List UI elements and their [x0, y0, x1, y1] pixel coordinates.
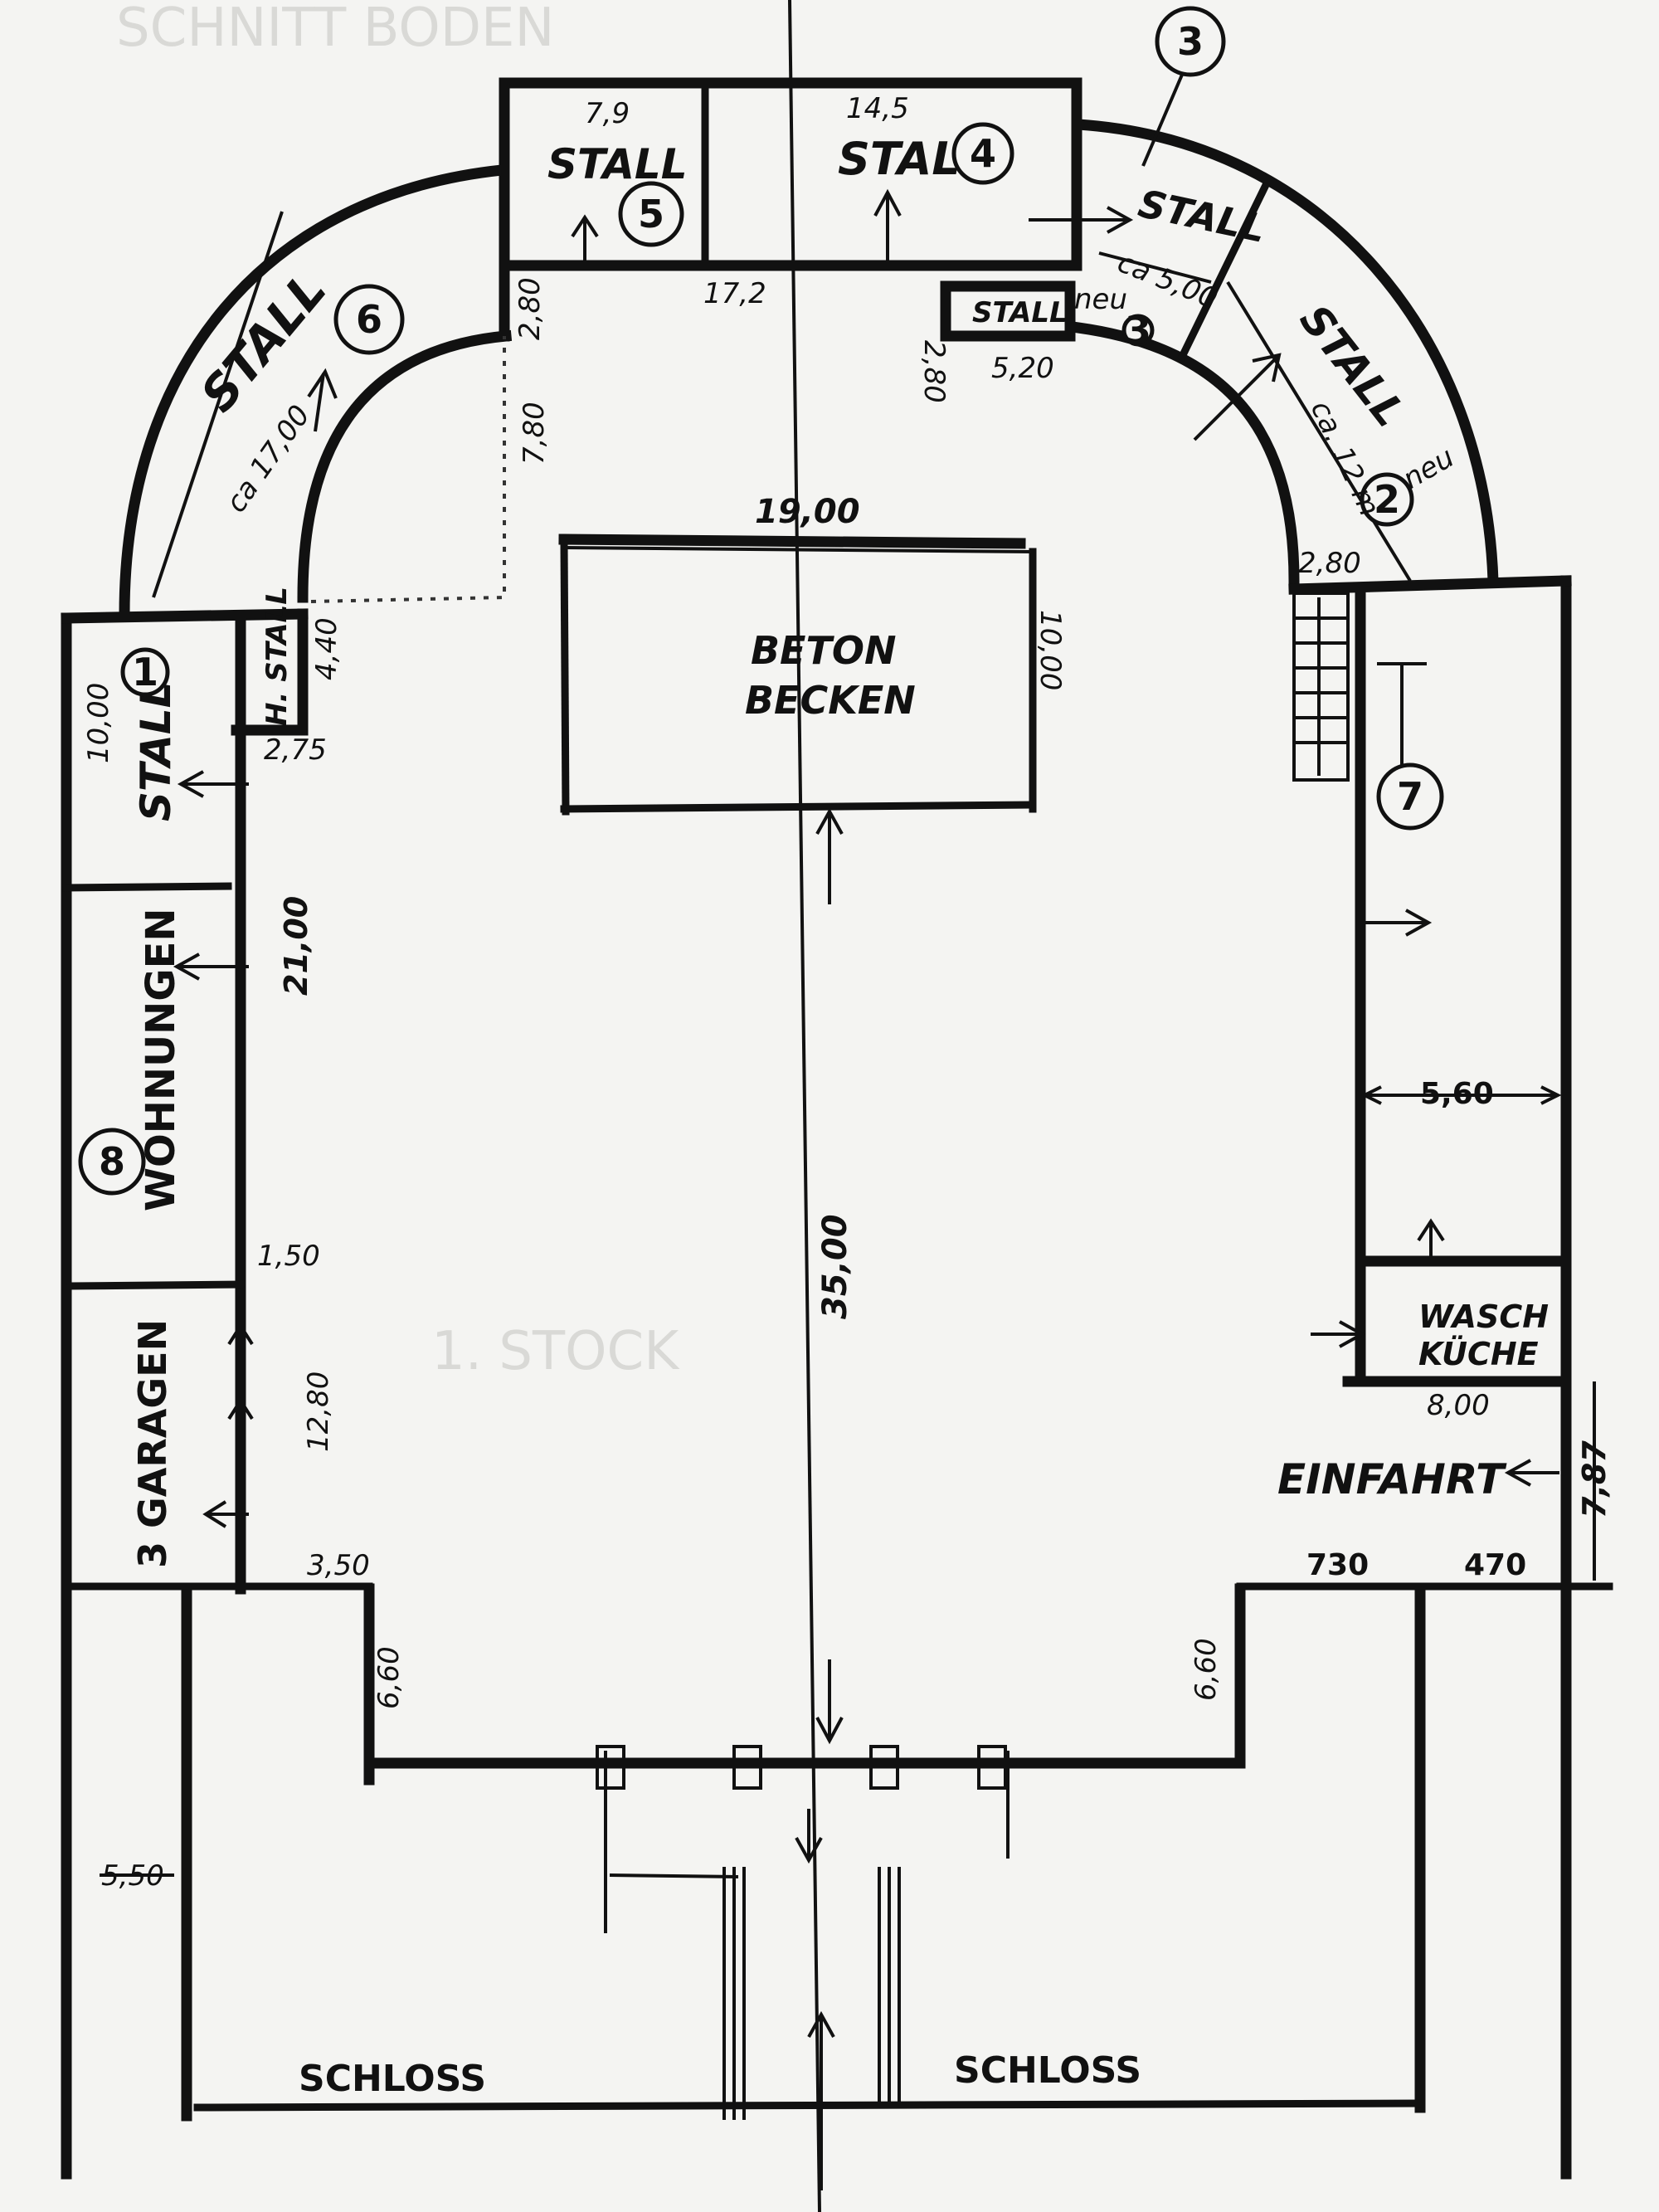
- gate-structure: [596, 1745, 1010, 2120]
- number-circle-8: 8: [78, 1128, 146, 1196]
- dim-17-2: 17,2: [703, 277, 766, 310]
- dim-5-60: 5,60: [1420, 1077, 1494, 1111]
- number-circle-6: 6: [333, 284, 405, 355]
- label-beton: BETON: [751, 628, 896, 673]
- svg-text:7: 7: [1397, 774, 1423, 819]
- top-block-walls: [499, 77, 1082, 342]
- number-circle-2: 2: [1360, 472, 1414, 527]
- label-schloss-right: SCHLOSS: [954, 2049, 1141, 2092]
- number-circle-3: 3: [1141, 6, 1226, 167]
- label-garagen: 3 GARAGEN: [130, 1319, 175, 1568]
- svg-text:8: 8: [99, 1139, 125, 1184]
- dim-12-80: 12,80: [302, 1372, 335, 1452]
- right-wing-walls: [1288, 575, 1572, 1387]
- label-schloss-left: SCHLOSS: [299, 2058, 486, 2100]
- label-einfahrt: EINFAHRT: [1277, 1455, 1507, 1503]
- beton-becken: [558, 534, 1037, 816]
- center-axis: [788, 0, 821, 2212]
- door-arrows: [173, 188, 1559, 2190]
- svg-text:5: 5: [638, 192, 664, 236]
- dim-35-00: 35,00: [816, 1214, 854, 1319]
- ghost-text-top: SCHNITT BODEN: [116, 0, 554, 59]
- label-wasch: WASCH: [1418, 1298, 1549, 1335]
- dim-14-5: 14,5: [846, 92, 909, 125]
- dim-7-87: 7,87: [1576, 1440, 1613, 1518]
- label-stall-6: STALL: [190, 261, 338, 422]
- label-h-stall: H. STALL: [260, 587, 294, 726]
- svg-text:4: 4: [970, 131, 996, 176]
- svg-text:2: 2: [1374, 477, 1400, 522]
- number-circle-1: 1: [120, 647, 170, 697]
- svg-text:3: 3: [1125, 308, 1151, 353]
- dim-1-50: 1,50: [257, 1240, 320, 1273]
- dim-2-75: 2,75: [264, 733, 327, 767]
- label-stall-small-note: neu: [1074, 283, 1127, 316]
- dim-5-50: 5,50: [101, 1859, 164, 1893]
- number-circle-3-small: 3: [1121, 308, 1155, 353]
- dim-8-00: 8,00: [1427, 1389, 1490, 1422]
- label-becken: BECKEN: [745, 678, 916, 723]
- dim-ca-5-00: ca 5,00: [1113, 246, 1223, 315]
- label-stall-7: STALL: [132, 681, 180, 821]
- dim-2-80-mid: 2,80: [917, 340, 951, 403]
- svg-text:3: 3: [1177, 19, 1204, 64]
- dim-2-80-right: 2,80: [1298, 547, 1361, 580]
- outer-wall: [61, 575, 1613, 2180]
- label-stall-5: STALL: [547, 140, 688, 188]
- label-kueche: KÜCHE: [1418, 1336, 1539, 1372]
- number-circle-4: 4: [951, 122, 1014, 185]
- dim-4-40: 4,40: [310, 617, 343, 680]
- dim-10-00-beton: 10,00: [1034, 610, 1067, 690]
- dotted-line-left: [310, 336, 506, 603]
- number-circle-5: 5: [618, 181, 684, 247]
- dim-6-60-left: 6,60: [372, 1646, 406, 1709]
- dimension-lines: [100, 211, 1596, 1877]
- dim-21-00: 21,00: [278, 896, 314, 996]
- dim-470: 470: [1464, 1548, 1526, 1582]
- dim-6-60-right: 6,60: [1190, 1638, 1223, 1701]
- ghost-text-middle: 1. STOCK: [431, 1321, 680, 1382]
- dim-10-00-left: 10,00: [82, 683, 115, 763]
- dim-19-00: 19,00: [755, 493, 860, 531]
- dim-7-80: 7,80: [518, 402, 551, 465]
- dim-730: 730: [1306, 1548, 1369, 1582]
- label-stall-3: STALL: [1135, 181, 1270, 251]
- dim-3-50: 3,50: [307, 1549, 370, 1582]
- label-stall-small: STALL: [972, 296, 1068, 329]
- dim-5-20: 5,20: [991, 352, 1054, 385]
- number-circle-7: 7: [1376, 662, 1444, 831]
- dim-2-80-left: 2,80: [513, 277, 547, 340]
- svg-text:1: 1: [132, 650, 158, 694]
- dim-7-9: 7,9: [585, 97, 630, 130]
- staircase: [1292, 592, 1350, 782]
- svg-text:6: 6: [356, 297, 382, 342]
